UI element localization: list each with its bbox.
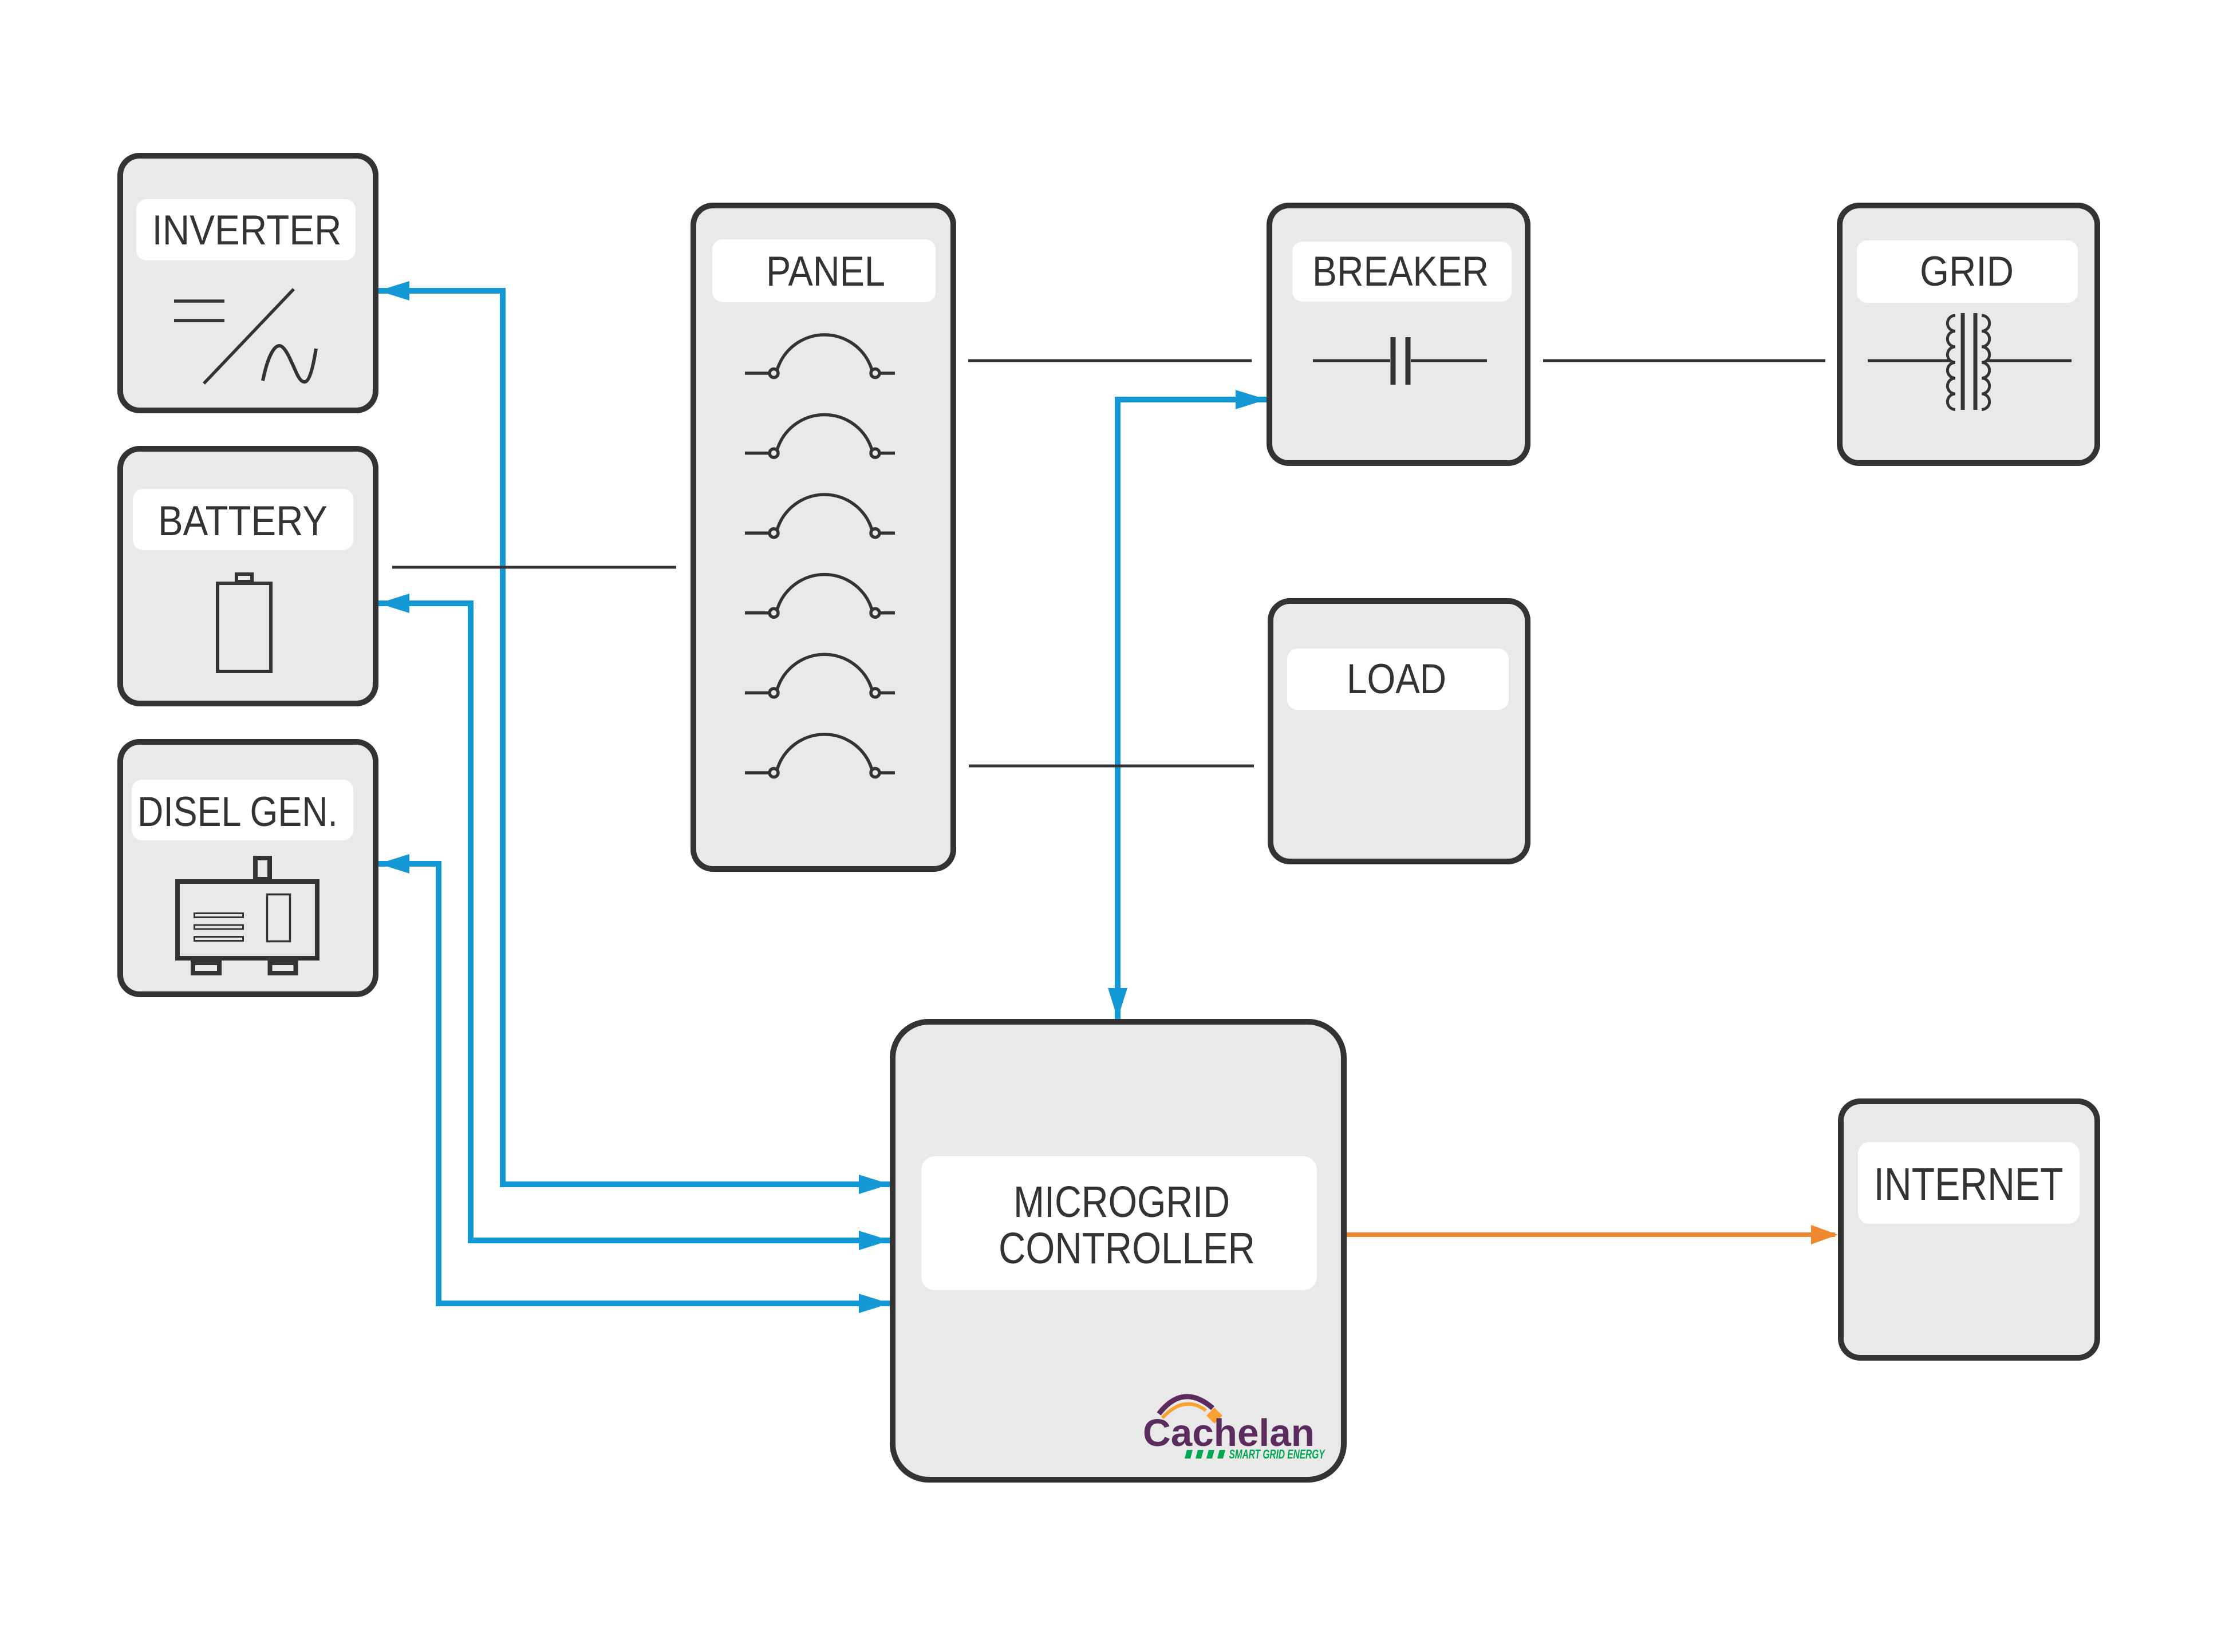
svg-text:PANEL: PANEL xyxy=(766,248,885,295)
svg-text:BREAKER: BREAKER xyxy=(1312,248,1489,295)
svg-text:INTERNET: INTERNET xyxy=(1874,1159,2064,1210)
svg-text:LOAD: LOAD xyxy=(1347,656,1446,702)
svg-text:SMART GRID ENERGY: SMART GRID ENERGY xyxy=(1229,1447,1326,1461)
svg-text:GRID: GRID xyxy=(1920,248,2014,295)
svg-text:CONTROLLER: CONTROLLER xyxy=(999,1224,1255,1273)
svg-text:INVERTER: INVERTER xyxy=(152,207,342,254)
svg-text:DISEL GEN.: DISEL GEN. xyxy=(137,789,338,835)
svg-text:Cachelan: Cachelan xyxy=(1143,1412,1315,1455)
svg-text:MICROGRID: MICROGRID xyxy=(1013,1177,1230,1227)
svg-text:BATTERY: BATTERY xyxy=(158,498,328,544)
